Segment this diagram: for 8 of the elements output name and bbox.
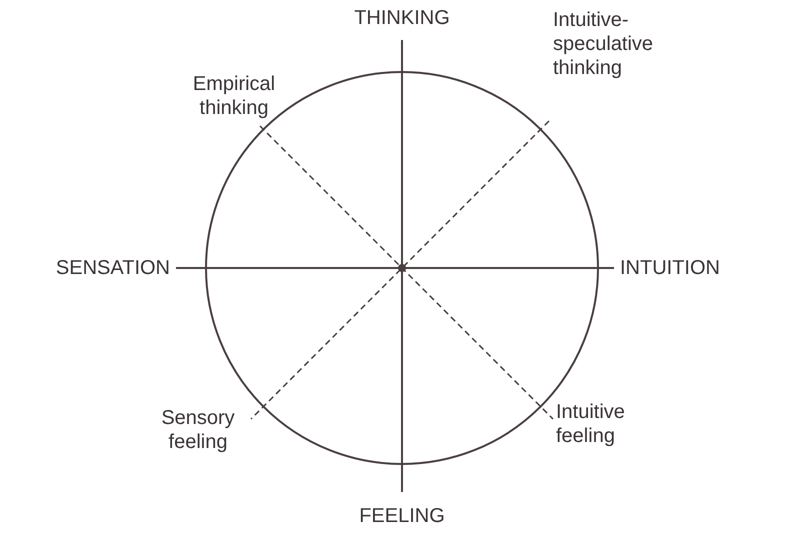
axis-label: FEELING bbox=[358, 504, 446, 528]
axis-label: Intuitive feeling bbox=[556, 400, 626, 448]
axis-label: INTUITION bbox=[620, 256, 721, 280]
axis-label: SENSATION bbox=[54, 256, 170, 280]
axis-label: Empirical thinking bbox=[192, 72, 276, 120]
axis-label: THINKING bbox=[353, 6, 451, 30]
axis-label: Intuitive-speculative thinking bbox=[553, 8, 654, 80]
axis-label: Sensory feeling bbox=[160, 406, 236, 454]
